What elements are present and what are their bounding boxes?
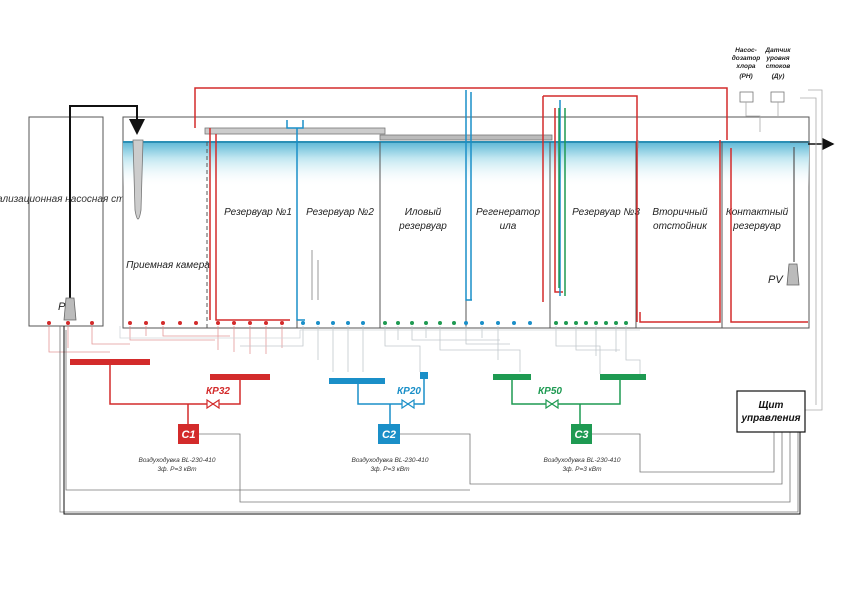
- reservoir-2-label: Резервуар №2: [306, 207, 374, 218]
- airlift-pipe-1: [204, 127, 386, 135]
- inlet-pipe: [69, 105, 145, 300]
- chlorine-pump-label-2: дозатор: [732, 54, 761, 62]
- valve-kp20-label: КР20: [397, 386, 421, 397]
- secondary-settler-label-1: Вторичный: [652, 207, 708, 218]
- blower-c2-model: Воздуходувка BL-230-410: [351, 456, 428, 464]
- inlet-diffuser-icon: [132, 139, 144, 220]
- green-air-lines: [558, 108, 566, 296]
- control-panel-label-1: Щит: [759, 400, 784, 411]
- manifold-green-2: [600, 374, 646, 380]
- manifold-blue-2: [420, 372, 428, 379]
- reservoir-1-label: Резервуар №1: [224, 207, 292, 218]
- header-blue: [357, 379, 425, 405]
- level-sensor-label-2: уровня: [765, 55, 789, 62]
- valve-kp50-label: КР50: [538, 386, 562, 397]
- secondary-settler-label-2: отстойник: [653, 221, 708, 232]
- sludge-reservoir-label-2: резервуар: [398, 221, 447, 232]
- sludge-regenerator-label-2: ила: [500, 221, 517, 232]
- level-sensor-label-3: стоков: [766, 63, 791, 70]
- level-sensor-label-1: Датчик: [764, 47, 791, 54]
- valve-kp32[interactable]: КР32: [206, 386, 230, 410]
- blower-c3-id: C3: [574, 429, 588, 441]
- pump-label: P: [58, 301, 66, 313]
- pump-station-tank: [28, 116, 104, 327]
- level-sensor-icon: [770, 91, 785, 103]
- chlorine-pump-icon: [739, 91, 754, 103]
- blower-c2-id: C2: [382, 429, 396, 441]
- control-cables: [59, 326, 799, 513]
- sludge-reservoir-label-1: Иловый: [405, 207, 442, 218]
- sludge-regenerator-label-1: Регенератор: [476, 207, 540, 218]
- pv-pump-icon: [786, 263, 800, 286]
- red-air-lines: [194, 87, 808, 323]
- level-sensor-label-4: (Ду): [772, 73, 785, 80]
- pv-label: PV: [768, 274, 784, 286]
- header-green: [511, 380, 621, 405]
- control-panel-label-2: управления: [740, 413, 800, 424]
- pump-station-label: Канализационная насосная станция: [0, 194, 153, 205]
- manifold-blue-1: [329, 378, 385, 384]
- blower-c1-model: Воздуходувка BL-230-410: [138, 456, 215, 464]
- contact-reservoir-label-2: резервуар: [732, 221, 781, 232]
- blower-c1[interactable]: C1 Воздуходувка BL-230-410 3ф. P=3 кВт: [138, 424, 216, 473]
- blower-c3-model: Воздуходувка BL-230-410: [543, 456, 620, 464]
- control-panel[interactable]: Щит управления: [736, 390, 806, 433]
- manifold-red-1: [70, 359, 150, 365]
- blower-c2-power: 3ф. P=3 кВт: [370, 466, 410, 473]
- reservoir-3-label: Резервуар №3: [572, 207, 640, 218]
- blue-air-lines: [286, 90, 561, 321]
- blower-c1-id: C1: [181, 429, 195, 441]
- air-distribution-piping: [48, 326, 641, 374]
- diffuser-dots: [47, 321, 628, 325]
- pump-icon: [63, 297, 77, 321]
- header-red: [109, 365, 241, 405]
- valve-kp20[interactable]: КР20: [397, 386, 421, 410]
- blower-c3[interactable]: C3 Воздуходувка BL-230-410 3ф. P=3 кВт: [543, 424, 621, 473]
- blower-c2[interactable]: C2 Воздуходувка BL-230-410 3ф. P=3 кВт: [351, 424, 429, 473]
- chlorine-pump-label-3: хлора: [735, 63, 756, 70]
- receiving-chamber-label: Приемная камера: [126, 260, 210, 271]
- valve-kp50[interactable]: КР50: [538, 386, 562, 410]
- valve-kp32-label: КР32: [206, 386, 230, 397]
- contact-reservoir-label-1: Контактный: [726, 207, 789, 218]
- manifold-green-1: [493, 374, 531, 380]
- blower-c3-power: 3ф. P=3 кВт: [562, 466, 602, 473]
- chlorine-pump-label-1: Насос-: [735, 47, 757, 54]
- blower-c1-power: 3ф. P=3 кВт: [157, 466, 197, 473]
- manifold-red-2: [210, 374, 270, 380]
- chlorine-pump-label-4: (РН): [739, 73, 752, 80]
